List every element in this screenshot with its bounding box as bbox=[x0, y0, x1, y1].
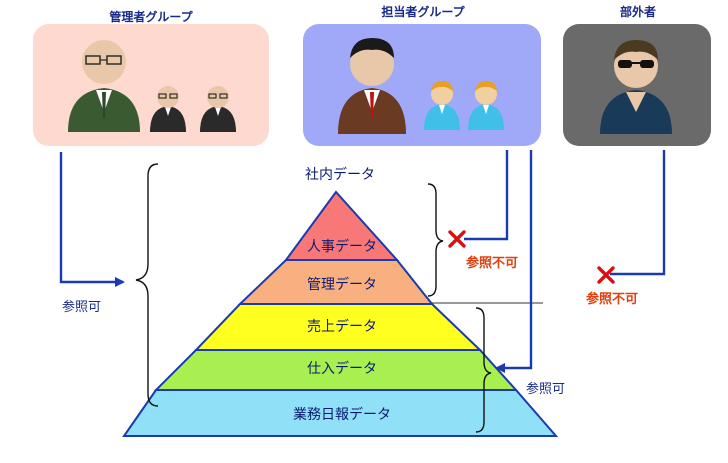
outsider-denied-label: 参照不可 bbox=[586, 292, 639, 307]
staff-allowed-label: 参照可 bbox=[526, 382, 566, 397]
admin-person-small-icon-2 bbox=[200, 86, 236, 132]
admin-allowed-label: 参照可 bbox=[62, 300, 102, 315]
staff-person-large-icon bbox=[338, 38, 406, 134]
outsider-group-title: 部外者 bbox=[619, 5, 656, 19]
layer-label-jinji: 人事データ bbox=[307, 239, 377, 255]
outsider-denied-line bbox=[610, 150, 666, 276]
admin-scope-brace bbox=[135, 163, 159, 407]
staff-deny-x-icon bbox=[448, 230, 466, 248]
pyramid-layer-jinji bbox=[284, 190, 400, 261]
layer-label-shiire: 仕入データ bbox=[307, 361, 377, 377]
layer-label-kanri: 管理データ bbox=[307, 277, 377, 293]
staff-group-title: 担当者グループ bbox=[381, 5, 465, 19]
staff-person-small-icon-1 bbox=[424, 81, 460, 130]
admin-group-title: 管理者グループ bbox=[109, 10, 193, 24]
outsider-deny-x-icon bbox=[597, 266, 615, 284]
staff-denied-line bbox=[464, 150, 509, 241]
staff-denied-label: 参照不可 bbox=[466, 256, 519, 271]
layer-label-nippo: 業務日報データ bbox=[293, 407, 391, 423]
staff-person-small-icon-2 bbox=[468, 81, 504, 130]
denied-scope-brace bbox=[427, 183, 444, 297]
admin-person-large-icon bbox=[68, 40, 140, 132]
admin-access-arrow bbox=[59, 152, 125, 287]
outsider-person-icon bbox=[600, 40, 672, 134]
layer-label-uriage: 売上データ bbox=[307, 319, 377, 335]
pyramid-top-label: 社内データ bbox=[305, 167, 375, 183]
admin-person-small-icon-1 bbox=[150, 86, 186, 132]
staff-access-arrow bbox=[495, 150, 533, 373]
allowed-scope-brace bbox=[475, 307, 492, 433]
